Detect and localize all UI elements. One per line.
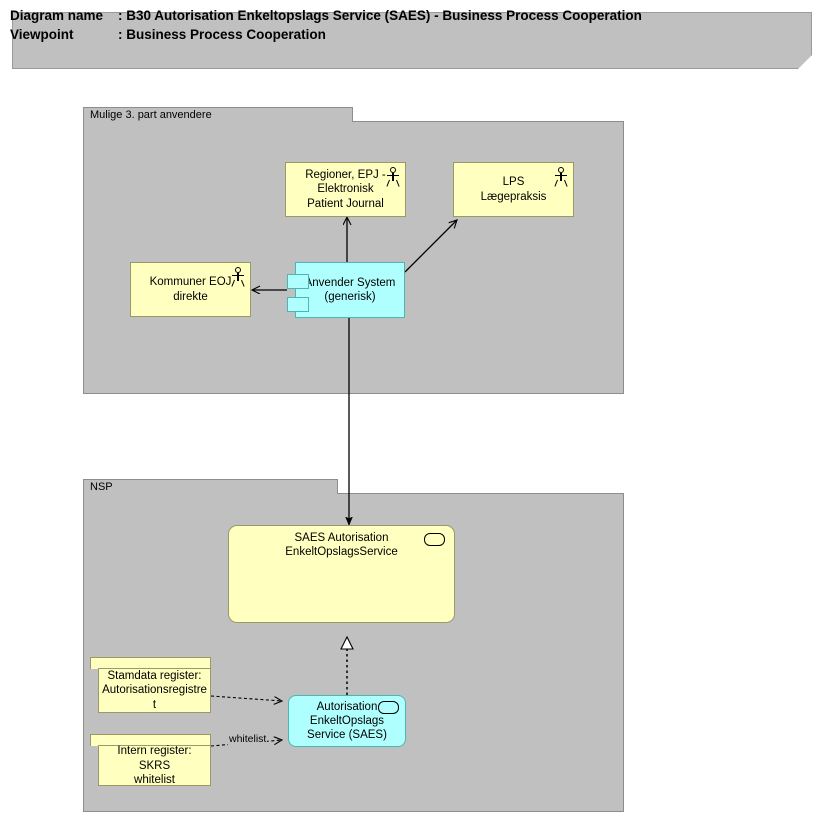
viewpoint-key: Viewpoint (10, 27, 74, 42)
element-lps-laegepraksis[interactable]: LPS Lægepraksis (453, 162, 574, 217)
diagram-title-banner (12, 12, 812, 69)
viewpoint-separator: : (118, 27, 123, 42)
group-nsp-label: NSP (90, 480, 113, 493)
element-kommuner-eoj[interactable]: Kommuner EOJ direkte (130, 262, 251, 317)
saes-autorisation-service-box: SAES Autorisation EnkeltOpslagsService (228, 525, 455, 623)
kommuner-eoj-label: Kommuner EOJ direkte (149, 276, 232, 303)
conn-skrs-to-service-label: whitelist (228, 733, 268, 745)
actor-icon (554, 167, 568, 187)
group-third-party-label: Mulige 3. part anvendere (90, 108, 212, 121)
actor-icon (231, 267, 245, 287)
viewpoint-line: Viewpoint: Business Process Cooperation (10, 27, 326, 42)
element-saes-autorisation-service[interactable]: SAES Autorisation EnkeltOpslagsService (228, 525, 455, 623)
element-autorisation-enkeltopslags-service[interactable]: Autorisation EnkeltOpslags Service (SAES… (288, 695, 406, 747)
stamdata-register-box: Stamdata register: Autorisationsregistre… (98, 668, 211, 713)
component-icon (287, 297, 309, 312)
service-oval-icon (378, 701, 399, 714)
saes-autorisation-service-label: SAES Autorisation EnkeltOpslagsService (285, 532, 398, 559)
group-third-party-tab: Mulige 3. part anvendere (83, 107, 353, 122)
actor-icon (386, 167, 400, 187)
diagram-name-separator: : (118, 8, 123, 23)
intern-register-skrs-box: Intern register: SKRS whitelist (98, 745, 211, 786)
regioner-epj-label: Regioner, EPJ - Elektronisk Patient Jour… (305, 169, 386, 210)
group-nsp-tab: NSP (83, 479, 338, 494)
service-oval-icon (424, 533, 445, 546)
lps-laegepraksis-label: LPS Lægepraksis (480, 176, 547, 203)
anvender-system-label: Anvender System (generisk) (304, 276, 396, 303)
element-intern-register-skrs[interactable]: Intern register: SKRS whitelist (90, 734, 211, 786)
stamdata-register-label: Stamdata register: Autorisationsregistre… (102, 670, 207, 711)
group-third-party-users[interactable]: Mulige 3. part anvendere (83, 107, 624, 394)
element-stamdata-register[interactable]: Stamdata register: Autorisationsregistre… (90, 657, 211, 713)
diagram-name-key: Diagram name (10, 8, 104, 23)
element-regioner-epj[interactable]: Regioner, EPJ - Elektronisk Patient Jour… (285, 162, 406, 217)
viewpoint-value: Business Process Cooperation (126, 27, 326, 42)
data-object-band (90, 657, 211, 669)
component-icon (287, 274, 309, 289)
anvender-system-box: Anvender System (generisk) (295, 262, 405, 318)
diagram-name-value: B30 Autorisation Enkeltopslags Service (… (126, 8, 642, 23)
intern-register-skrs-label: Intern register: SKRS whitelist (117, 745, 192, 786)
data-object-band (90, 734, 211, 746)
diagram-name-line: Diagram name: B30 Autorisation Enkeltops… (10, 8, 642, 23)
element-anvender-system[interactable]: Anvender System (generisk) (287, 262, 405, 318)
